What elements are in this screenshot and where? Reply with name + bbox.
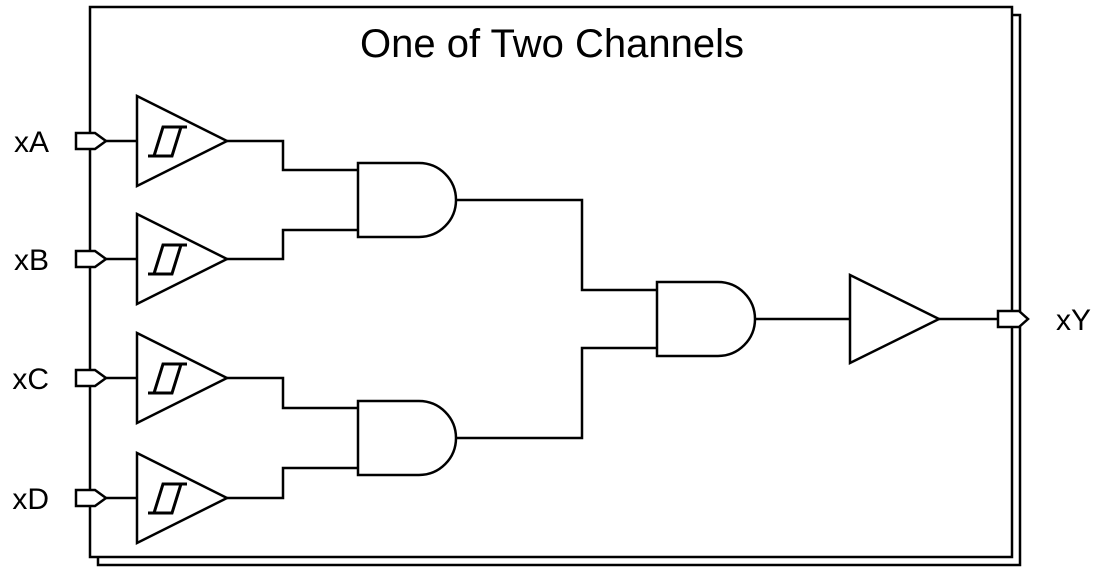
wire-and2-to-and3	[456, 346, 657, 440]
schmitt-buffer-xA-triangle	[135, 93, 230, 189]
input-pin-xC	[74, 368, 109, 388]
input-channel-xA: xA	[14, 93, 230, 189]
input-pin-xA	[74, 131, 109, 151]
input-pin-xB	[74, 249, 109, 269]
input-label-xA: xA	[14, 126, 49, 159]
input-channel-xC: xC	[12, 330, 230, 426]
schmitt-buffer-xC	[135, 330, 230, 426]
output-label-xY: xY	[1056, 304, 1091, 337]
input-channel-xD: xD	[12, 450, 230, 546]
input-channel-xB: xB	[14, 211, 230, 307]
schmitt-buffer-xC-triangle	[135, 330, 230, 426]
hysteresis-icon	[148, 482, 187, 515]
channel-box	[88, 5, 1014, 559]
wire-xB-buffer-to-and1	[227, 228, 358, 261]
and-gate-2	[356, 399, 458, 477]
wire-xD-buffer-to-and2	[227, 466, 358, 500]
wire-and1-to-and3	[456, 198, 657, 292]
input-label-xC: xC	[12, 363, 49, 396]
hysteresis-icon	[148, 362, 187, 395]
and-gate-3	[655, 280, 757, 358]
schmitt-buffer-xB	[135, 211, 230, 307]
and-gate-1	[356, 161, 458, 239]
output-stage: xY	[848, 272, 1091, 366]
input-label-xB: xB	[14, 244, 49, 277]
schmitt-buffer-xA	[135, 93, 230, 189]
schmitt-buffer-xD-triangle	[135, 450, 230, 546]
wire-xA-buffer-to-and1	[227, 139, 358, 172]
diagram-title: One of Two Channels	[360, 22, 744, 66]
wire-xC-buffer-to-and2	[227, 376, 358, 410]
output-pin-xY	[996, 309, 1030, 329]
input-pin-xD	[74, 488, 109, 508]
output-buffer-triangle	[848, 272, 942, 366]
hysteresis-icon	[148, 243, 187, 276]
schmitt-buffer-xD	[135, 450, 230, 546]
input-label-xD: xD	[12, 483, 49, 516]
hysteresis-icon	[148, 125, 187, 158]
schmitt-buffer-xB-triangle	[135, 211, 230, 307]
